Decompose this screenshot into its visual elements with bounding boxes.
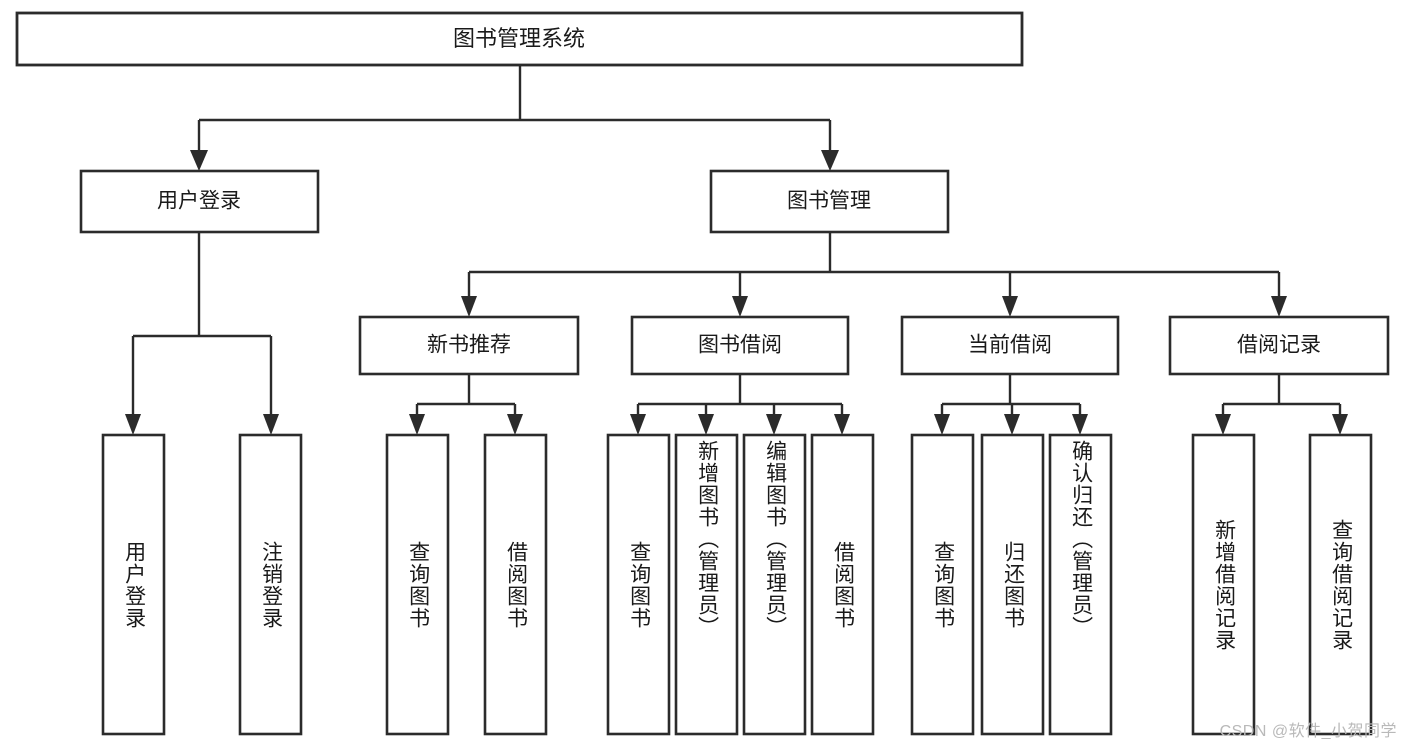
leaf-box-add-borrow-record[interactable] — [1191, 433, 1256, 736]
connector-layer — [125, 65, 1348, 435]
leaf-box-borrow-book[interactable] — [810, 433, 875, 736]
node-user-login-label: 用户登录 — [157, 190, 241, 213]
arrow-head-leaf-query-borrow-record — [1332, 414, 1348, 435]
node-book-borrow-box[interactable] — [630, 315, 850, 376]
node-user-login[interactable]: 用户登录 — [79, 169, 320, 234]
arrow-head-book-management — [821, 150, 839, 171]
arrow-head-new-book-recommend — [461, 296, 477, 317]
leaf-box-user-logout[interactable] — [238, 433, 303, 736]
leaf-box-layer — [101, 433, 1373, 736]
node-current-borrow-box[interactable] — [900, 315, 1120, 376]
arrow-head-leaf-query-book-borrow — [630, 414, 646, 435]
leaf-box-return-book[interactable] — [980, 433, 1045, 736]
node-book-borrow-label: 图书借阅 — [698, 334, 782, 357]
arrow-head-leaf-edit-book-admin — [766, 414, 782, 435]
arrow-head-leaf-confirm-return-admin — [1072, 414, 1088, 435]
node-root-box[interactable] — [15, 11, 1024, 67]
csdn-watermark: CSDN @软件_小贺同学 — [1219, 723, 1397, 740]
leaf-box-user-login[interactable] — [101, 433, 166, 736]
node-book-management-label: 图书管理 — [787, 190, 871, 213]
arrow-head-leaf-return-book — [1004, 414, 1020, 435]
node-current-borrow-label: 当前借阅 — [968, 334, 1052, 357]
arrow-head-leaf-add-borrow-record — [1215, 414, 1231, 435]
arrow-head-leaf-user-login — [125, 414, 141, 435]
leaf-box-query-book-current[interactable] — [910, 433, 975, 736]
arrow-head-current-borrow — [1002, 296, 1018, 317]
arrow-head-borrow-record — [1271, 296, 1287, 317]
leaf-box-query-book-borrow[interactable] — [606, 433, 671, 736]
leaf-box-add-book-admin[interactable] — [674, 433, 739, 736]
arrow-head-user-login — [190, 150, 208, 171]
arrow-head-leaf-borrow-book — [834, 414, 850, 435]
arrow-head-leaf-add-book-admin — [698, 414, 714, 435]
arrow-head-leaf-query-book-recommend — [409, 414, 425, 435]
node-borrow-record[interactable]: 借阅记录 — [1168, 315, 1390, 376]
leaf-box-query-book-recommend[interactable] — [385, 433, 450, 736]
arrow-head-leaf-borrow-book-recommend — [507, 414, 523, 435]
leaf-box-edit-book-admin[interactable] — [742, 433, 807, 736]
arrow-head-leaf-user-logout — [263, 414, 279, 435]
node-new-book-recommend-label: 新书推荐 — [427, 334, 511, 357]
arrow-head-leaf-query-book-current — [934, 414, 950, 435]
leaf-box-confirm-return-admin[interactable] — [1048, 433, 1113, 736]
node-book-management-box[interactable] — [709, 169, 950, 234]
leaf-box-borrow-book-recommend[interactable] — [483, 433, 548, 736]
node-new-book-recommend-box[interactable] — [358, 315, 580, 376]
node-new-book-recommend[interactable]: 新书推荐 — [358, 315, 580, 376]
node-root[interactable]: 图书管理系统 — [15, 11, 1024, 67]
node-current-borrow[interactable]: 当前借阅 — [900, 315, 1120, 376]
arrow-head-book-borrow — [732, 296, 748, 317]
node-borrow-record-label: 借阅记录 — [1237, 334, 1321, 357]
node-book-borrow[interactable]: 图书借阅 — [630, 315, 850, 376]
node-borrow-record-box[interactable] — [1168, 315, 1390, 376]
node-root-label: 图书管理系统 — [453, 26, 585, 51]
node-user-login-box[interactable] — [79, 169, 320, 234]
node-book-management[interactable]: 图书管理 — [709, 169, 950, 234]
leaf-box-query-borrow-record[interactable] — [1308, 433, 1373, 736]
